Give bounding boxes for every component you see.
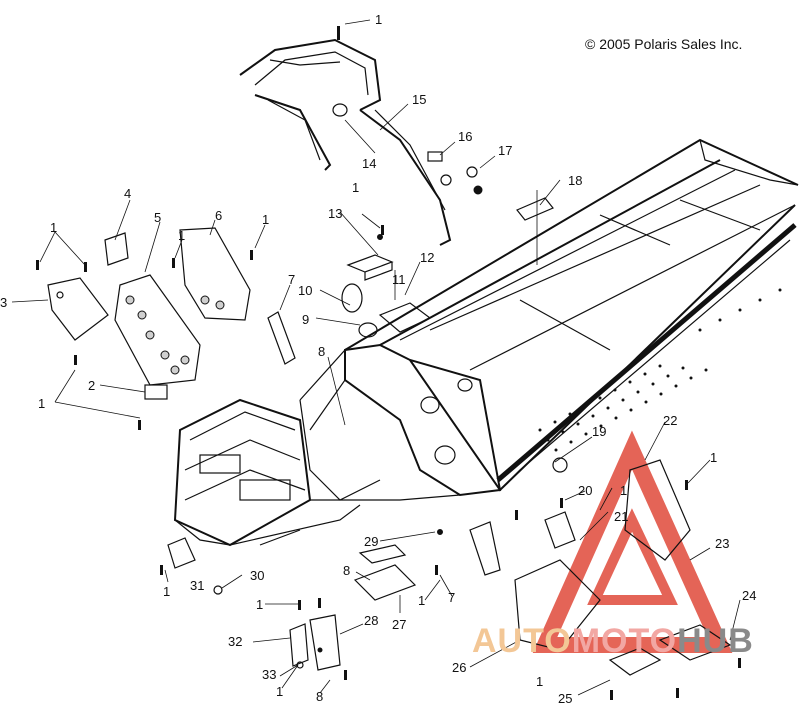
strip-7 xyxy=(267,311,501,576)
callout-7: 7 xyxy=(448,590,455,605)
callout-1: 1 xyxy=(38,396,45,411)
callout-19: 19 xyxy=(592,424,606,439)
callout-31: 31 xyxy=(190,578,204,593)
parts-9-10-11 xyxy=(341,283,432,338)
callout-1: 1 xyxy=(375,12,382,27)
watermark-text: AUTOMOTOHUB xyxy=(472,622,754,661)
plate-27 xyxy=(353,544,417,601)
front-frame xyxy=(173,398,381,547)
callout-8: 8 xyxy=(318,344,325,359)
callout-23: 23 xyxy=(715,536,729,551)
callout-1: 1 xyxy=(418,593,425,608)
bracket-13 xyxy=(346,234,394,281)
callout-26: 26 xyxy=(452,660,466,675)
copyright-notice: © 2005 Polaris Sales Inc. xyxy=(585,36,743,52)
callout-29: 29 xyxy=(364,534,378,549)
callout-1: 1 xyxy=(163,584,170,599)
callout-2: 2 xyxy=(88,378,95,393)
rear-parts xyxy=(437,457,732,676)
callout-6: 6 xyxy=(215,208,222,223)
parts-30-31 xyxy=(167,537,223,595)
steering-hoop xyxy=(239,38,452,246)
callout-1: 1 xyxy=(178,228,185,243)
callout-25: 25 xyxy=(558,691,572,706)
callout-1: 1 xyxy=(352,180,359,195)
callout-1: 1 xyxy=(536,674,543,689)
watermark-part3: HUB xyxy=(677,622,754,660)
fastener-16-17 xyxy=(427,151,483,195)
callout-27: 27 xyxy=(392,617,406,632)
callout-8: 8 xyxy=(343,563,350,578)
callout-32: 32 xyxy=(228,634,242,649)
callout-13: 13 xyxy=(328,206,342,221)
callout-11: 11 xyxy=(392,272,406,287)
bolts xyxy=(36,26,741,700)
callout-20: 20 xyxy=(578,483,592,498)
callout-30: 30 xyxy=(250,568,264,583)
leader-lines xyxy=(11,19,741,696)
callout-9: 9 xyxy=(302,312,309,327)
callout-22: 22 xyxy=(663,413,677,428)
callout-1: 1 xyxy=(262,212,269,227)
callout-16: 16 xyxy=(458,129,472,144)
callout-labels: 1 15 16 14 17 18 4 5 6 1 1 1 1 13 12 3 7… xyxy=(0,12,756,706)
callout-28: 28 xyxy=(364,613,378,628)
chassis-tunnel xyxy=(299,138,799,501)
callout-1: 1 xyxy=(710,450,717,465)
callout-24: 24 xyxy=(742,588,756,603)
callout-5: 5 xyxy=(154,210,161,225)
parts-28-32-33 xyxy=(289,614,341,671)
watermark-triangle-icon xyxy=(532,430,733,653)
callout-21: 21 xyxy=(614,509,628,524)
callout-14: 14 xyxy=(362,156,376,171)
callout-8: 8 xyxy=(316,689,323,704)
callout-1: 1 xyxy=(256,597,263,612)
callout-10: 10 xyxy=(298,283,312,298)
callout-7: 7 xyxy=(288,272,295,287)
callout-18: 18 xyxy=(568,173,582,188)
callout-17: 17 xyxy=(498,143,512,158)
brackets-left xyxy=(47,227,251,400)
callout-33: 33 xyxy=(262,667,276,682)
callout-15: 15 xyxy=(412,92,426,107)
watermark-part1: AUTO xyxy=(472,622,572,660)
hole-pattern xyxy=(538,288,782,452)
callout-3: 3 xyxy=(0,295,7,310)
callout-12: 12 xyxy=(420,250,434,265)
callout-1: 1 xyxy=(50,220,57,235)
watermark-part2: MOTO xyxy=(571,622,678,660)
callout-1: 1 xyxy=(276,684,283,699)
callout-1: 1 xyxy=(620,483,627,498)
callout-4: 4 xyxy=(124,186,131,201)
